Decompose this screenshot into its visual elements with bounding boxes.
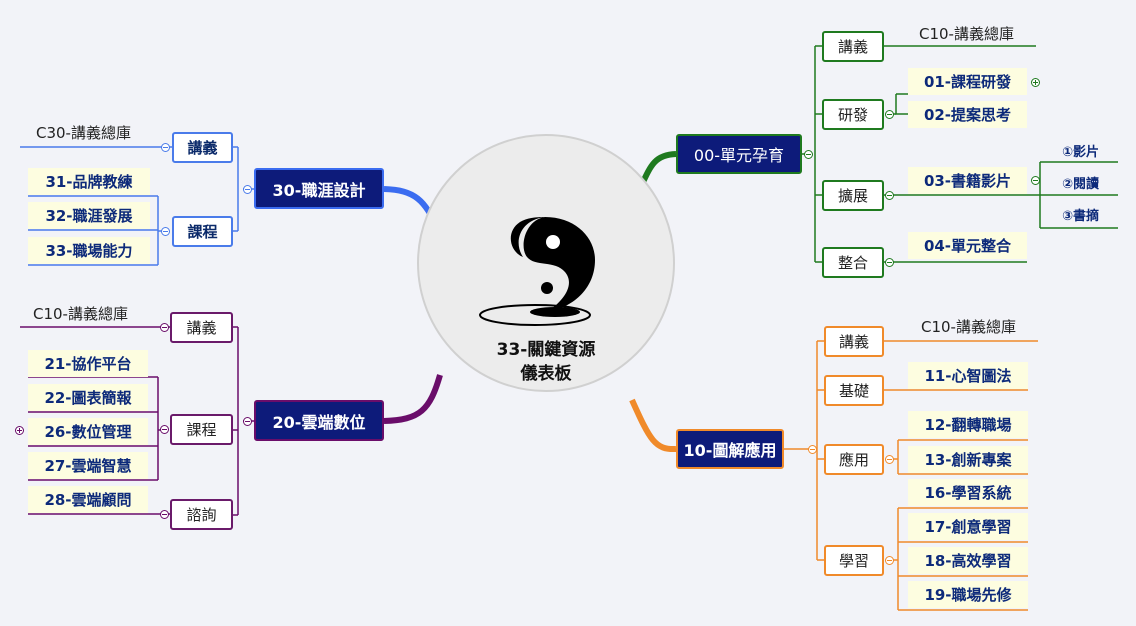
- leaf-03[interactable]: 03-書籍影片: [908, 167, 1027, 194]
- topic-10[interactable]: 10-圖解應用: [676, 429, 784, 469]
- leaf-03-summary[interactable]: ③書摘: [1062, 209, 1100, 224]
- central-title-line1: 33-關鍵資源: [496, 340, 596, 360]
- collapse-icon[interactable]: [243, 185, 252, 194]
- leaf-03-video[interactable]: ①影片: [1062, 145, 1100, 160]
- leaf-21[interactable]: 21-協作平台: [28, 350, 148, 377]
- topic-30[interactable]: 30-職涯設計: [254, 168, 384, 209]
- leaf-20-c10[interactable]: C10-講義總庫: [33, 305, 128, 323]
- leaf-16[interactable]: 16-學習系統: [908, 479, 1028, 506]
- collapse-icon[interactable]: [885, 455, 894, 464]
- leaf-13[interactable]: 13-創新專案: [908, 446, 1028, 473]
- collapse-icon[interactable]: [160, 510, 169, 519]
- collapse-icon[interactable]: [885, 258, 894, 267]
- collapse-icon[interactable]: [885, 110, 894, 119]
- leaf-10-c10[interactable]: C10-講義總庫: [921, 318, 1016, 336]
- leaf-17[interactable]: 17-創意學習: [908, 513, 1028, 540]
- leaf-12[interactable]: 12-翻轉職場: [908, 411, 1028, 438]
- leaf-03-reading[interactable]: ②閱讀: [1062, 177, 1100, 192]
- collapse-icon[interactable]: [160, 323, 169, 332]
- leaf-04[interactable]: 04-單元整合: [908, 232, 1027, 259]
- leaf-00-c10[interactable]: C10-講義總庫: [919, 25, 1014, 43]
- central-title: 33-關鍵資源 儀表板: [470, 338, 622, 386]
- collapse-icon[interactable]: [1031, 176, 1040, 185]
- subtopic-00-kuozhan[interactable]: 擴展: [822, 180, 884, 211]
- leaf-33[interactable]: 33-職場能力: [28, 237, 150, 264]
- collapse-icon[interactable]: [808, 445, 817, 454]
- leaf-28[interactable]: 28-雲端顧問: [28, 486, 148, 513]
- leaf-01[interactable]: 01-課程研發: [908, 68, 1027, 95]
- leaf-27[interactable]: 27-雲端智慧: [28, 452, 148, 479]
- leaf-26[interactable]: 26-數位管理: [28, 418, 148, 445]
- subtopic-30-jiangyi[interactable]: 講義: [172, 132, 233, 163]
- collapse-icon[interactable]: [160, 425, 169, 434]
- collapse-icon[interactable]: [885, 556, 894, 565]
- topic-20[interactable]: 20-雲端數位: [254, 400, 384, 441]
- collapse-icon[interactable]: [243, 417, 252, 426]
- subtopic-30-kecheng[interactable]: 課程: [172, 216, 233, 247]
- subtopic-10-jiangyi[interactable]: 講義: [824, 326, 884, 357]
- leaf-30-c30[interactable]: C30-講義總庫: [36, 124, 131, 142]
- topic-00[interactable]: 00-單元孕育: [676, 134, 802, 174]
- leaf-31[interactable]: 31-品牌教練: [28, 168, 150, 195]
- subtopic-10-jichu[interactable]: 基礎: [824, 375, 884, 406]
- subtopic-00-zhenghe[interactable]: 整合: [822, 247, 884, 278]
- yin-yang-logo-icon: [479, 217, 595, 326]
- leaf-32[interactable]: 32-職涯發展: [28, 202, 150, 229]
- leaf-22[interactable]: 22-圖表簡報: [28, 384, 148, 411]
- subtopic-00-yanfa[interactable]: 研發: [822, 99, 884, 130]
- expand-icon[interactable]: [15, 426, 24, 435]
- central-title-line2: 儀表板: [520, 364, 572, 384]
- leaf-19[interactable]: 19-職場先修: [908, 581, 1028, 608]
- leaf-18[interactable]: 18-高效學習: [908, 547, 1028, 574]
- subtopic-20-kecheng[interactable]: 課程: [170, 414, 233, 445]
- expand-icon[interactable]: [1031, 78, 1040, 87]
- collapse-icon[interactable]: [161, 227, 170, 236]
- leaf-02[interactable]: 02-提案思考: [908, 101, 1027, 128]
- subtopic-20-zixun[interactable]: 諮詢: [170, 499, 233, 530]
- subtopic-10-yingyong[interactable]: 應用: [824, 444, 884, 475]
- subtopic-00-jiangyi[interactable]: 講義: [822, 31, 884, 62]
- leaf-11[interactable]: 11-心智圖法: [908, 362, 1028, 389]
- collapse-icon[interactable]: [804, 150, 813, 159]
- subtopic-20-jiangyi[interactable]: 講義: [170, 312, 233, 343]
- collapse-icon[interactable]: [161, 143, 170, 152]
- collapse-icon[interactable]: [885, 191, 894, 200]
- subtopic-10-xuexi[interactable]: 學習: [824, 545, 884, 576]
